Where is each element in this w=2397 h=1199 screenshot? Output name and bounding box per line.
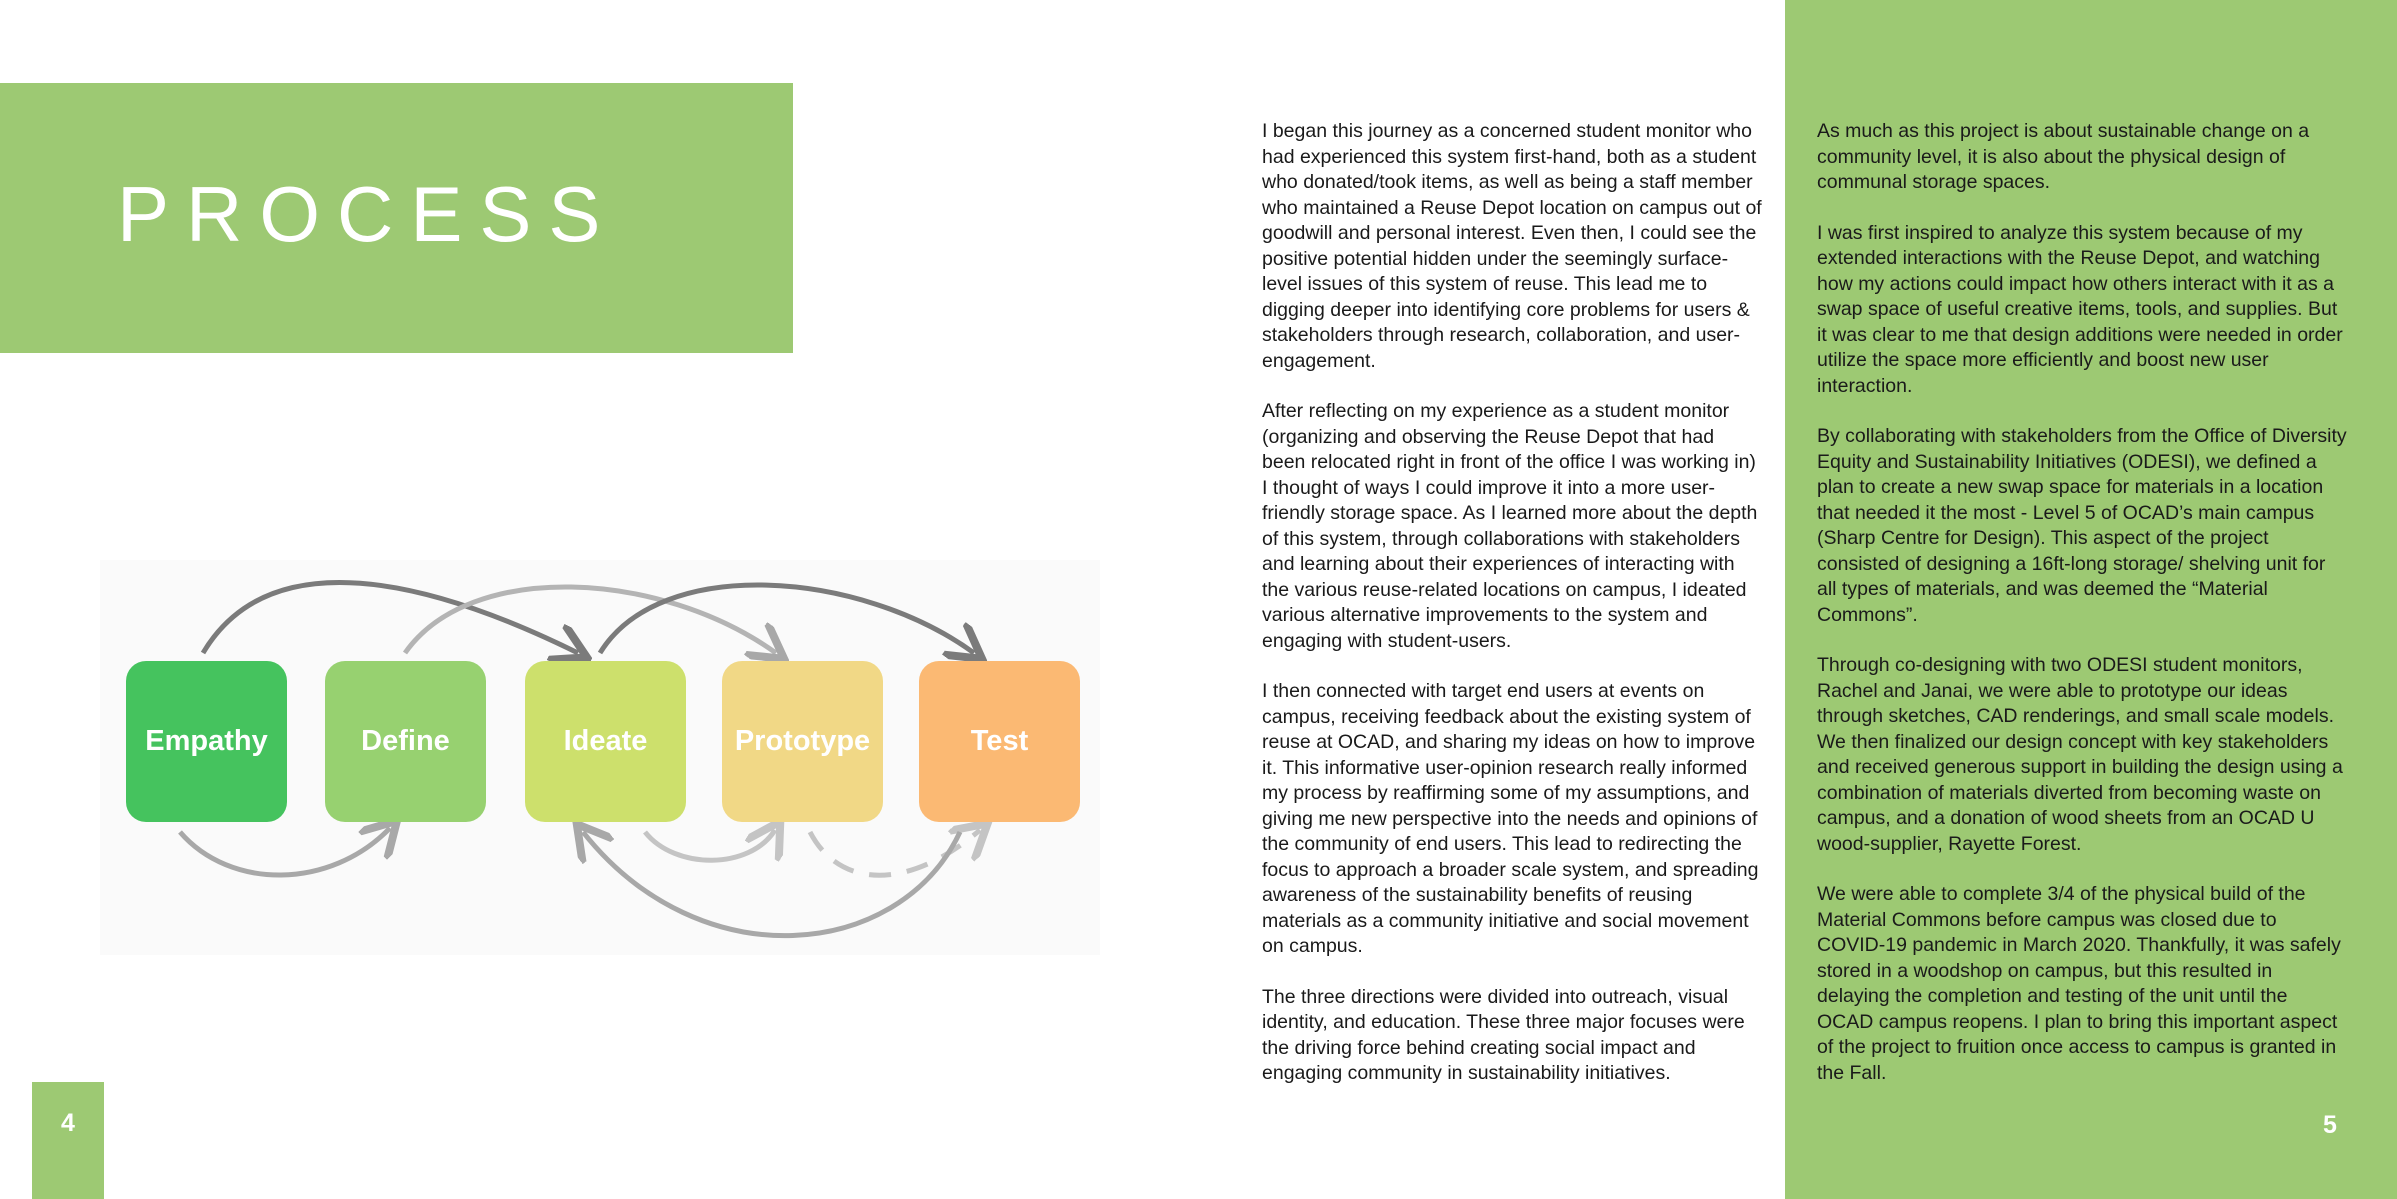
stage-label: Define <box>361 725 450 757</box>
paragraph: I then connected with target end users a… <box>1262 680 1759 957</box>
stage-label: Empathy <box>145 725 268 757</box>
stage-label: Test <box>970 725 1029 757</box>
paragraph: By collaborating with stakeholders from … <box>1817 425 2347 626</box>
arrow-test-to-ideate <box>583 832 963 938</box>
paragraph: As much as this project is about sustain… <box>1817 120 2310 193</box>
paragraph: I was first inspired to analyze this sys… <box>1817 221 2343 397</box>
arrow-prototype-to-test-dashed <box>807 830 980 878</box>
paragraph: Through co-designing with two ODESI stud… <box>1817 654 2343 855</box>
design-thinking-diagram: Empathy Define Ideate Prototype Test <box>100 560 1100 955</box>
page-number-right: 5 <box>2323 1111 2337 1139</box>
process-arrows <box>178 579 1100 938</box>
paragraph: The three directions were divided into o… <box>1262 985 1745 1085</box>
body-column-right: As much as this project is about sustain… <box>1817 119 2347 1111</box>
stage-label: Prototype <box>734 725 871 757</box>
stage-ideate: Ideate <box>525 661 686 822</box>
arrow-ideate-to-test <box>597 582 974 653</box>
page-title: PROCESS <box>117 170 618 258</box>
page-number-left: 4 <box>61 1109 75 1137</box>
paragraph: I began this journey as a concerned stud… <box>1262 120 1762 372</box>
stage-label: Ideate <box>563 725 648 757</box>
title-banner <box>0 83 793 353</box>
stage-empathy: Empathy <box>126 661 287 822</box>
paragraph: We were able to complete 3/4 of the phys… <box>1817 883 2341 1084</box>
stage-test: Test <box>919 661 1080 822</box>
right-accent-panel <box>1785 0 2397 1199</box>
arrow-ideate-to-prototype <box>643 830 775 863</box>
arrow-empathy-to-ideate <box>200 579 578 653</box>
arrow-define-to-prototype <box>402 584 776 653</box>
paragraph: After reflecting on my experience as a s… <box>1262 400 1758 652</box>
stage-define: Define <box>325 661 486 822</box>
page-number-tab <box>32 1082 104 1199</box>
arrow-empathy-to-define <box>178 828 390 878</box>
stage-prototype: Prototype <box>722 661 883 822</box>
body-column-middle: I began this journey as a concerned stud… <box>1262 119 1762 1112</box>
